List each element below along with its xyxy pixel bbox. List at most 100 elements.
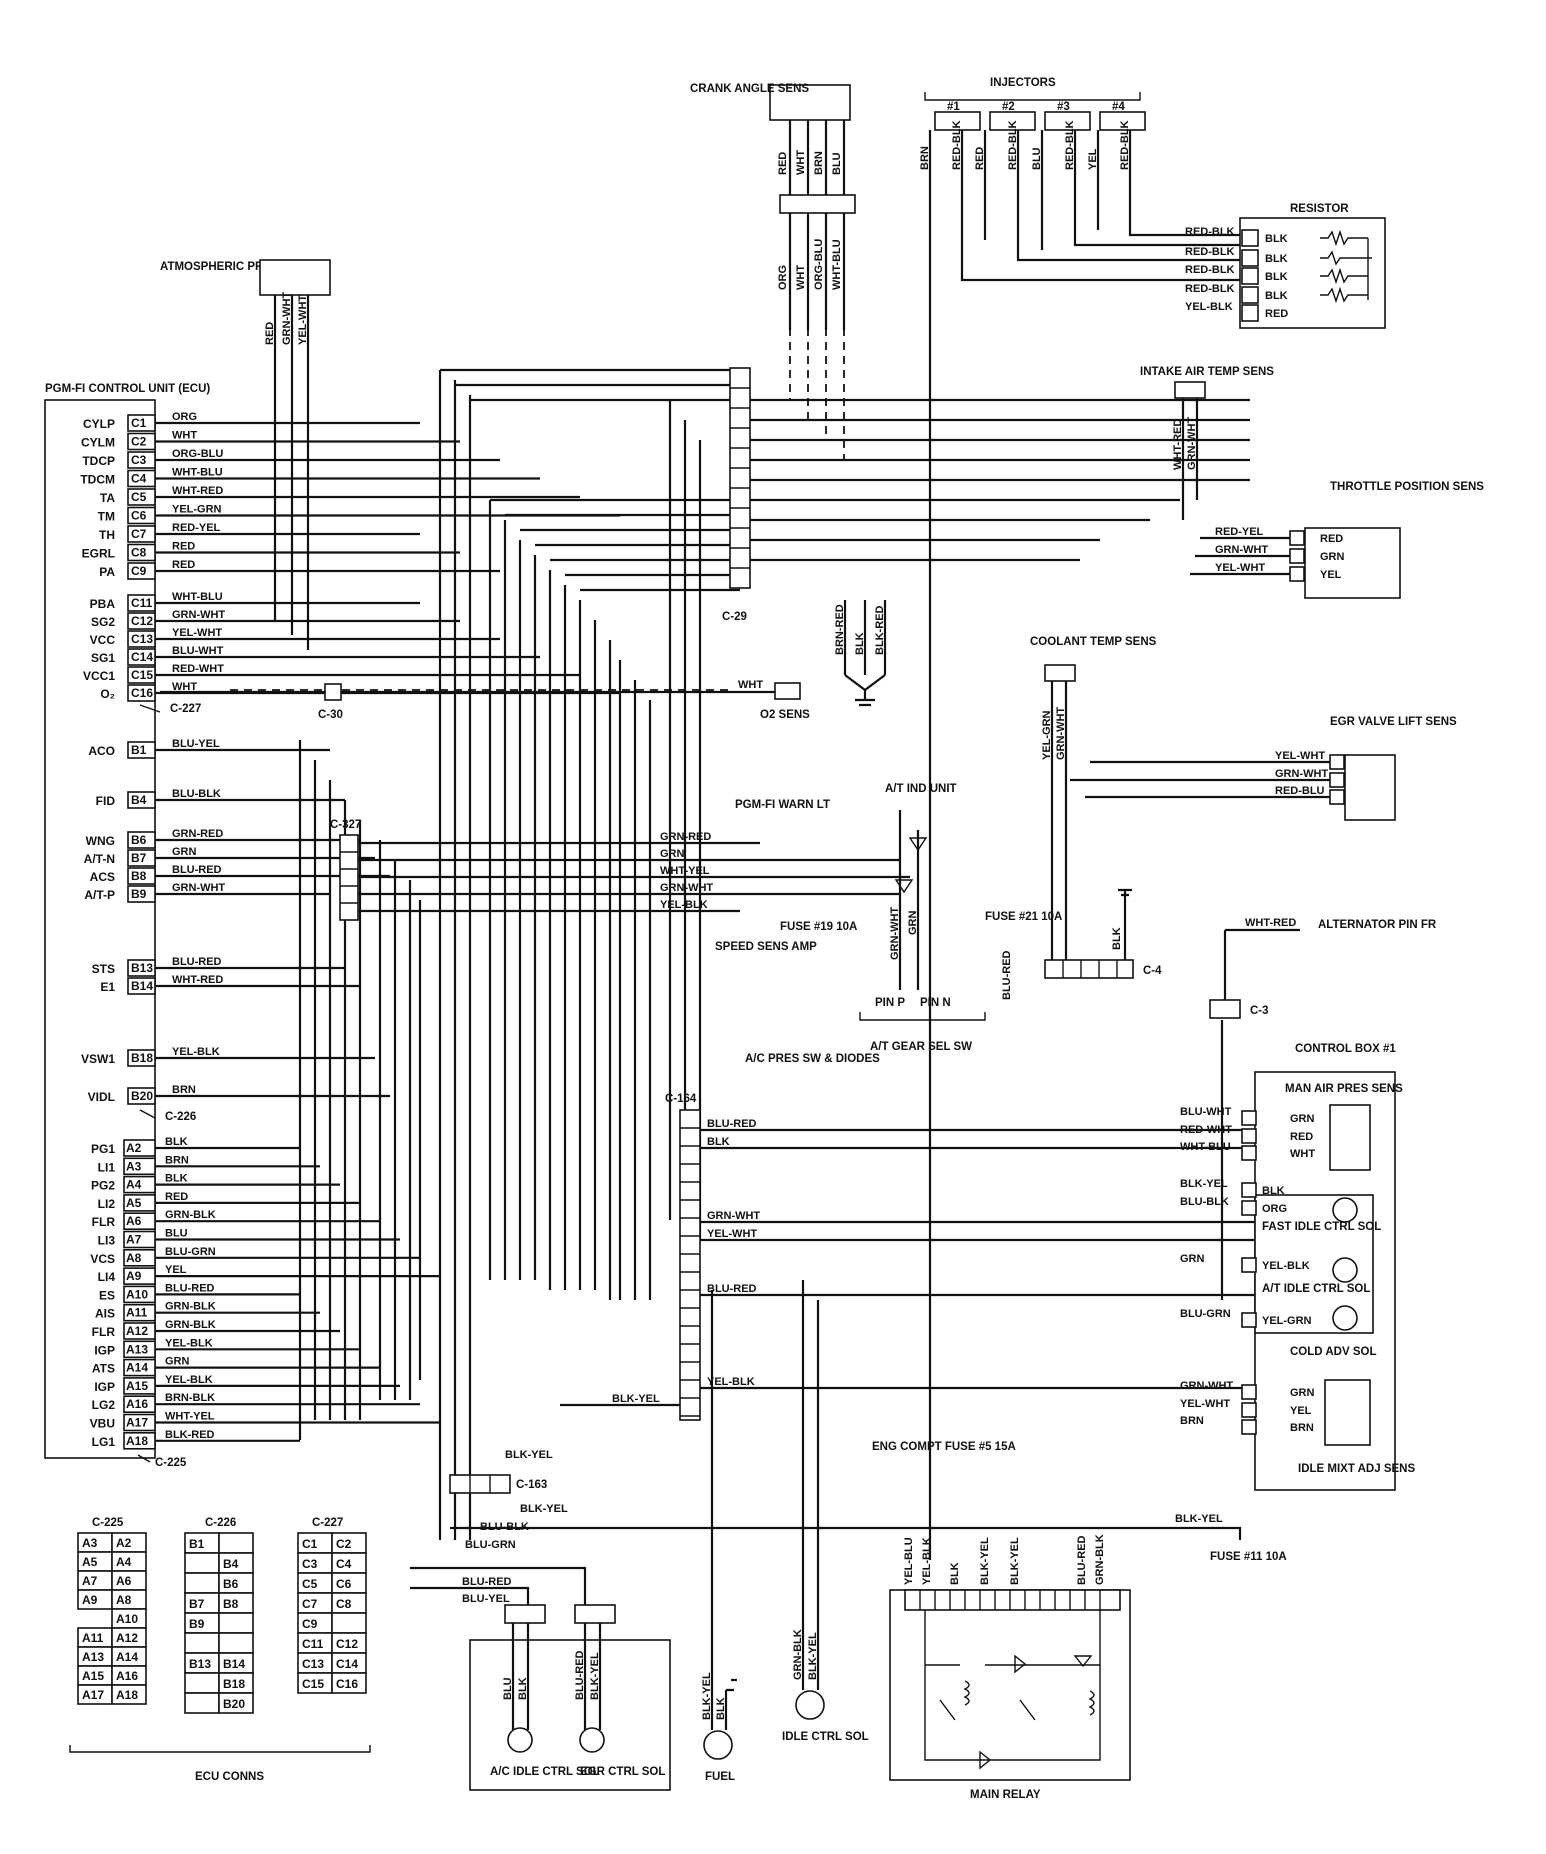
c163-wire-3: BLU-GRN (465, 1539, 516, 1551)
egr-wire-1: BLK-YEL (589, 1652, 601, 1700)
view-c227-title: C-227 (312, 1517, 343, 1529)
c327-body (339, 834, 359, 921)
cold-adv-coil (1332, 1305, 1358, 1331)
connector-c164: C-164 BLU-REDBLKGRN-WHTYEL-WHTBLU-REDYEL… (560, 1093, 1255, 1421)
ecu-a-wires: BLKBRNBLKREDGRN-BLKBLUBLU-GRNYELBLU-REDG… (155, 1136, 440, 1442)
ctrl-pin (1241, 1128, 1257, 1144)
c163-wire-0: BLK-YEL (505, 1449, 553, 1461)
fast-idle-label: FAST IDLE CTRL SOL (1262, 1221, 1381, 1233)
a-signal-a9: LI4 (98, 1270, 116, 1284)
injector-1-label: #1 (947, 101, 960, 113)
b-signal-b4: FID (96, 794, 116, 808)
grid-a4: A4 (116, 1555, 132, 1569)
b-pin-b13: B13 (131, 961, 153, 975)
wire-label-c6: YEL-GRN (172, 504, 222, 516)
c-signal-c9: PA (99, 565, 115, 579)
pgm-warn-label: PGM-FI WARN LT (735, 799, 830, 811)
inj-wire-1: RED-BLK (951, 120, 963, 170)
fuel-wire-1: BLK (715, 1697, 727, 1720)
wire-label-c12: GRN-WHT (172, 609, 225, 621)
fuse21-c4: FUSE #21 10A BLU-RED C-4 BLK (985, 888, 1162, 1000)
wire-label-c1: ORG (172, 411, 197, 423)
main-relay-body (889, 1589, 1131, 1781)
relay-wire-4: BLK-YEL (1009, 1537, 1021, 1585)
egr-lift-wire-1: GRN-WHT (1275, 768, 1328, 780)
throttle-position-sensor: THROTTLE POSITION SENS RED-YELREDGRN-WHT… (1190, 481, 1484, 599)
egr-lift-pin (1329, 754, 1345, 770)
trunk-lines (298, 370, 702, 1540)
relay-wire-2: BLK (949, 1562, 961, 1585)
at-idle-label: A/T IDLE CTRL SOL (1262, 1283, 1370, 1295)
c-signal-c2: CYLM (81, 436, 115, 450)
ctrl-in-4: BLU-BLK (1180, 1196, 1229, 1208)
fuse11: BLK-YEL FUSE #11 10A (450, 1513, 1287, 1563)
b-signal-b13: STS (92, 962, 115, 976)
egr-ctrl-label: EGR CTRL SOL (580, 1766, 665, 1778)
c164-cells (680, 1127, 700, 1417)
ctrl-pin (1241, 1312, 1257, 1328)
alt-wire (1220, 928, 1300, 1300)
grid-a17: A17 (82, 1688, 104, 1702)
wire-label-a15: YEL-BLK (165, 1374, 213, 1386)
ecu-title: PGM-FI CONTROL UNIT (ECU) (45, 383, 210, 395)
a-signal-a17: VBU (90, 1417, 115, 1431)
harness (298, 368, 1250, 1540)
a-signal-a6: FLR (92, 1215, 116, 1229)
a-pin-a17: A17 (126, 1416, 148, 1430)
a-pin-a2: A2 (126, 1141, 142, 1155)
view-c226-title: C-226 (205, 1517, 236, 1529)
c327-wire-0: GRN-RED (660, 831, 711, 843)
resistor-out-1: BLK (1265, 253, 1288, 265)
c-pin-c2: C2 (131, 435, 147, 449)
c327-wire-3: GRN-WHT (660, 882, 713, 894)
control-box-rows: BLU-WHTRED-WHTWHT-BLUBLK-YELBLU-BLKGRNBL… (1180, 1106, 1315, 1435)
atmos-wire-1: GRN-WHT (281, 292, 293, 345)
ac-idle-wire-0: BLU (502, 1677, 514, 1700)
b-signal-b8: ACS (90, 870, 115, 884)
idle-mixt-out-2: BRN (1290, 1422, 1314, 1434)
b-signal-b9: A/T-P (84, 888, 115, 902)
sol-wires (410, 1566, 602, 1730)
c2-signal-c12: SG2 (91, 615, 115, 629)
crank-top-0: RED (777, 152, 789, 175)
control-box: CONTROL BOX #1 MAN AIR PRES SENS FAST ID… (1180, 1043, 1415, 1491)
at-indicator-unit: A/T IND UNIT (885, 783, 957, 990)
c164-wire-labels: BLU-REDBLKGRN-WHTYEL-WHTBLU-REDYEL-BLKBL… (560, 1118, 1255, 1407)
main-relay-pins (919, 1590, 1101, 1610)
resistor-pin (1241, 267, 1259, 285)
speed-sens-label: SPEED SENS AMP (715, 941, 817, 953)
a-signal-a3: LI1 (98, 1160, 116, 1174)
wire-label-a2: BLK (165, 1136, 188, 1148)
main-relay-diodes (979, 1654, 1093, 1770)
c4-wire-label: BLK (1111, 927, 1123, 950)
wire-label-a12: GRN-BLK (165, 1319, 216, 1331)
wire-label-b20: BRN (172, 1084, 196, 1096)
throttle-in-2: YEL-WHT (1215, 562, 1265, 574)
c2-signal-c15: VCC1 (83, 669, 115, 683)
wire-label-a10: BLU-RED (165, 1282, 215, 1294)
c29-body (729, 367, 751, 589)
egr-coil (579, 1727, 605, 1753)
atmos-wire-2: YEL-WHT (297, 295, 309, 345)
at-ind-label: A/T IND UNIT (885, 783, 957, 795)
c2-signal-c14: SG1 (91, 651, 115, 665)
c-pin-c5: C5 (131, 490, 147, 504)
b-signal-b18: VSW1 (81, 1052, 115, 1066)
idle-mixt-out-1: YEL (1290, 1405, 1312, 1417)
intake-wire-1: GRN-WHT (1186, 417, 1198, 470)
a-signal-a8: VCS (90, 1252, 115, 1266)
ac-idle-connector (504, 1604, 546, 1624)
c163-wire-1: BLK-YEL (520, 1503, 568, 1515)
throttle-in-1: GRN-WHT (1215, 544, 1268, 556)
c-pin-c6: C6 (131, 509, 147, 523)
egr-lift-wire-2: RED-BLU (1275, 785, 1325, 797)
grid-c5: C5 (302, 1577, 318, 1591)
